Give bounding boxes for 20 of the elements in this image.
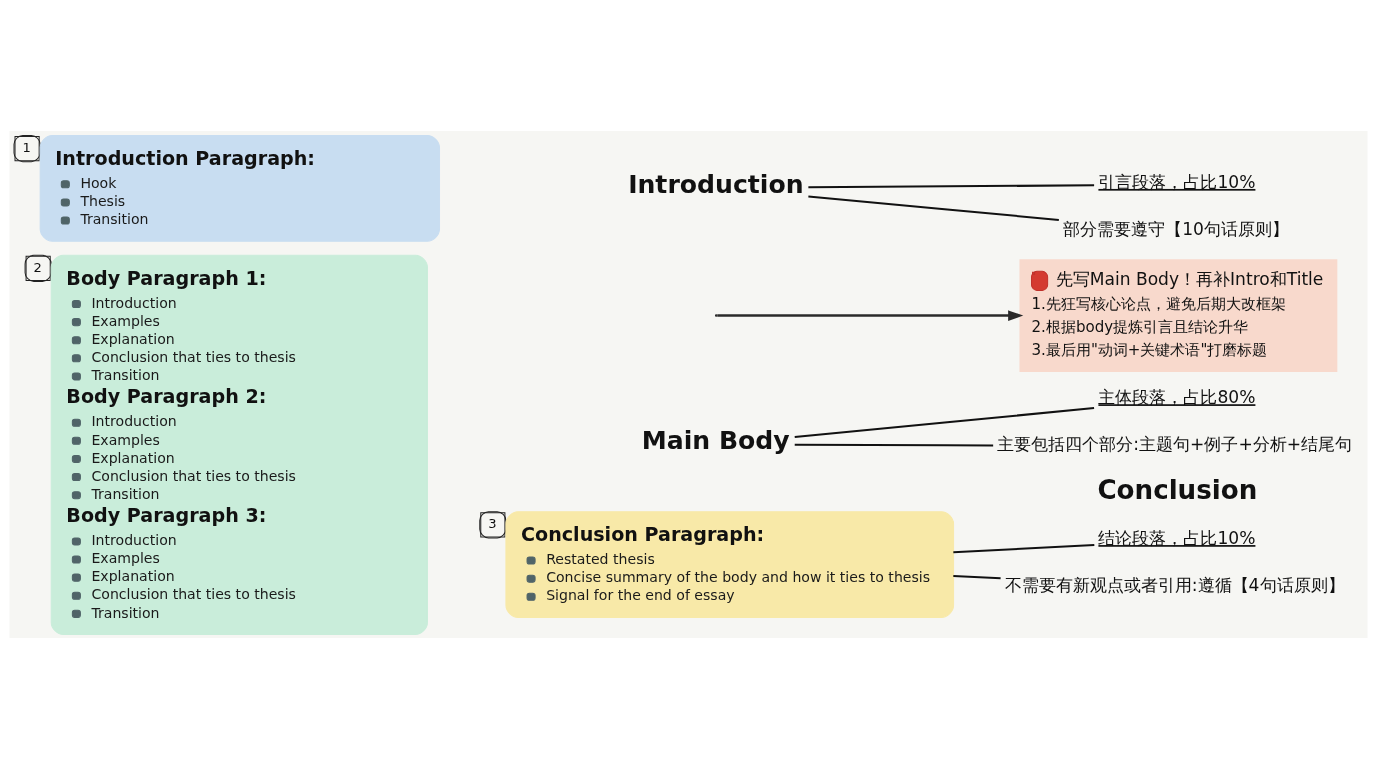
arrow [716, 309, 1023, 321]
connector [794, 406, 1094, 438]
node-label: 2 [33, 259, 42, 275]
node-text: 部分需要遵守【10句话原则】 [1062, 218, 1289, 239]
connector [807, 183, 1094, 188]
connector [807, 194, 1059, 221]
connector [952, 543, 1094, 553]
node-text: 主体段落，占比80% [1097, 386, 1255, 407]
connector [794, 443, 993, 447]
node-text: Main Body [641, 425, 790, 455]
node-label: 1 [22, 139, 31, 155]
connector [952, 574, 1001, 579]
node-text: 主要包括四个部分:主题句+例子+分析+结尾句 [996, 433, 1352, 454]
node-text: 引言段落，占比10% [1097, 171, 1255, 192]
node-text: 结论段落，占比10% [1097, 527, 1255, 548]
node-text: 不需要有新观点或者引用:遵循【4句话原则】 [1004, 574, 1345, 595]
node-label: 3 [487, 515, 497, 531]
node-text: Introduction [627, 169, 804, 199]
node-box: 先写Main Body！再补Intro和Title 1.先狂写核心论点，避免后期大改框架 2.根据body提炼引言且结论升华 3.最后用"动词+关键术语"打磨标题 [1018, 258, 1337, 372]
label: Conclusion [1096, 474, 1257, 505]
